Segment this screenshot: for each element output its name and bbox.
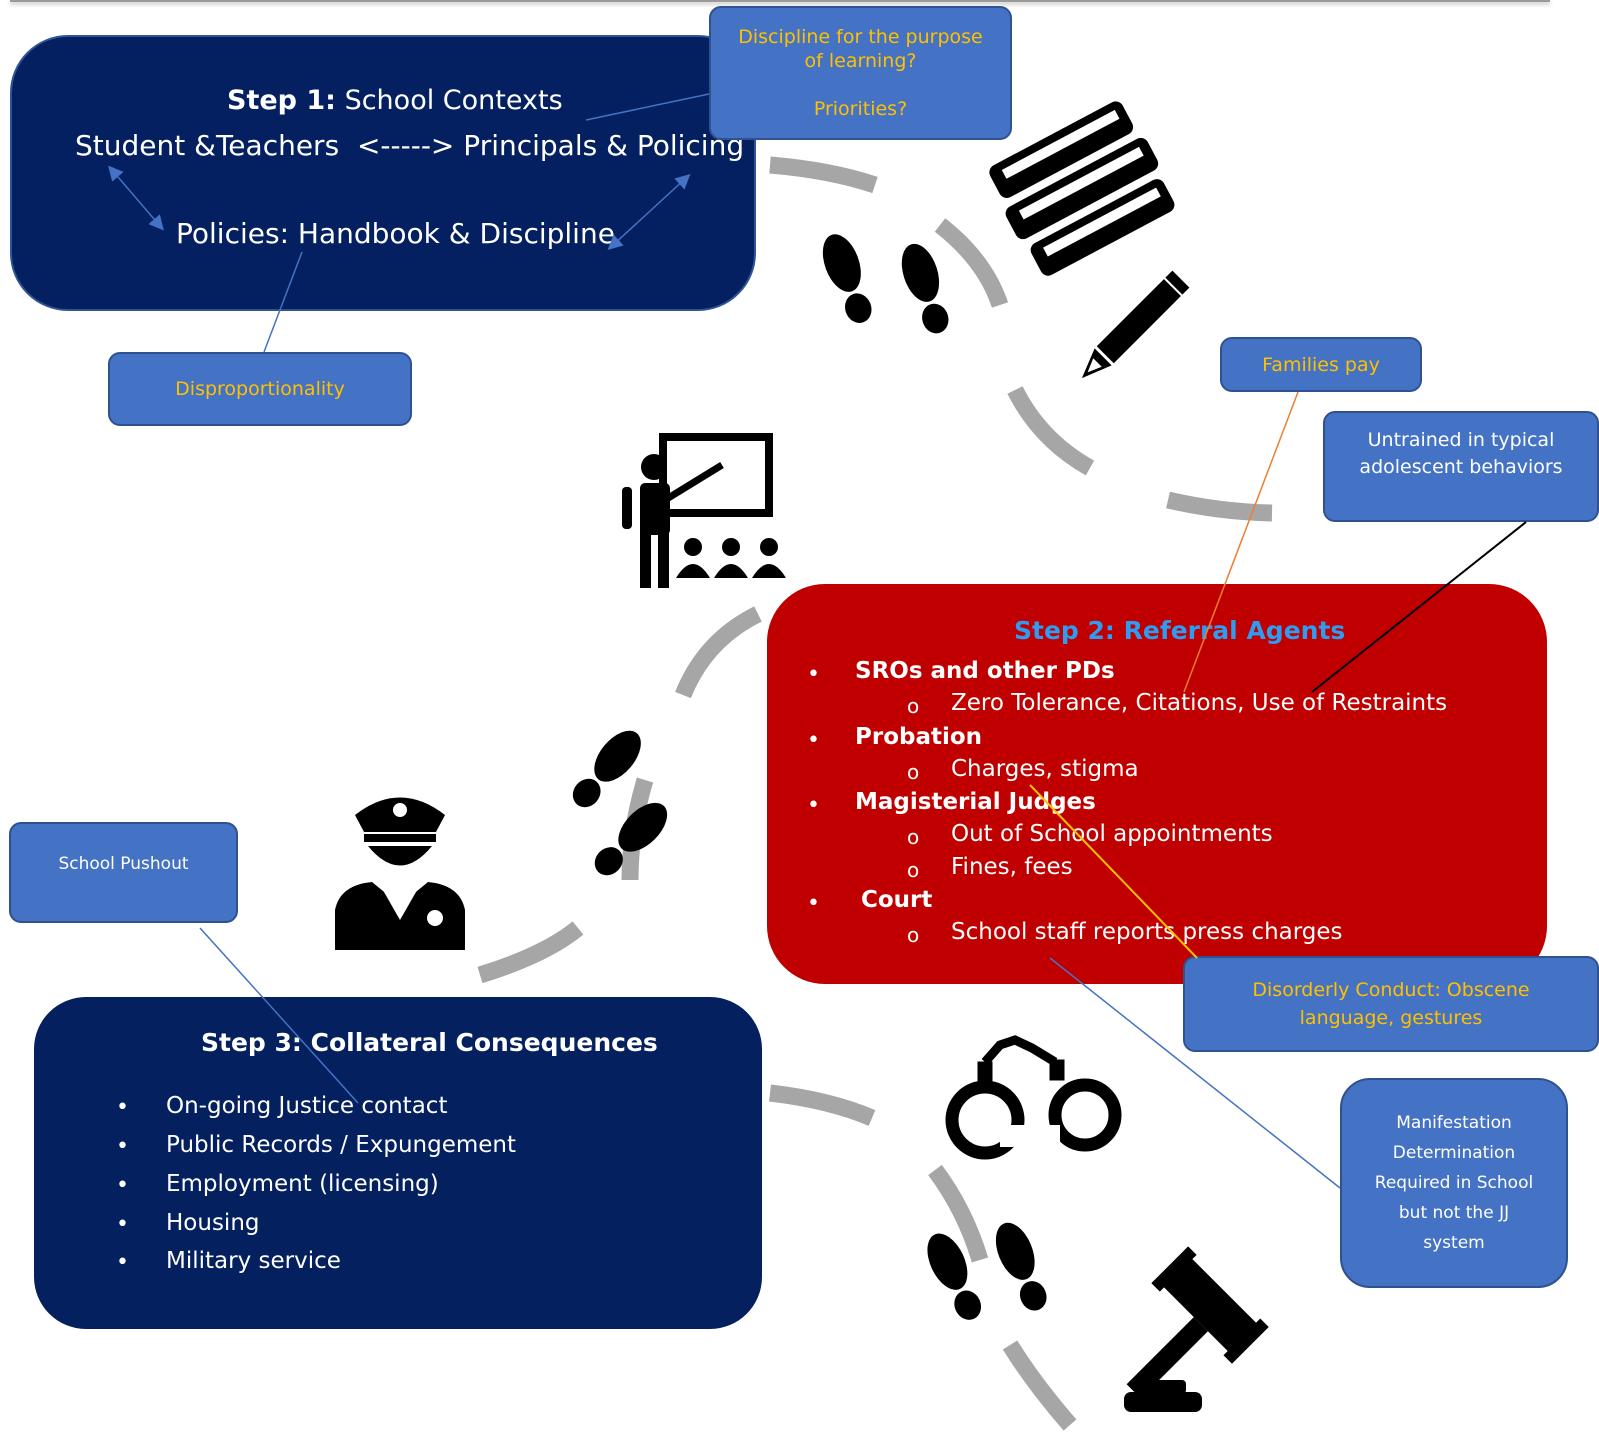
- step2-subitem-appointments: Out of School appointments: [951, 821, 1273, 847]
- callout-disorderly-conduct: Disorderly Conduct: Obscene language, ge…: [1183, 956, 1599, 1052]
- dashed-path: [477, 156, 1273, 1431]
- step2-box: Step 2: Referral Agents • SROs and other…: [767, 584, 1547, 984]
- step2-subitem-fines: Fines, fees: [951, 854, 1073, 880]
- step2-sub-bullet: o: [907, 858, 920, 882]
- callout-manifestation-line1: Manifestation: [1396, 1113, 1512, 1133]
- footprints-icon: [815, 229, 957, 339]
- callout-priorities: Priorities?: [813, 98, 908, 120]
- step3-bullet: •: [116, 1250, 129, 1275]
- callout-untrained: Untrained in typical adolescent behavior…: [1323, 411, 1599, 522]
- step1-policies-line: Policies: Handbook & Discipline: [176, 217, 615, 250]
- top-border-line: [10, 0, 1550, 2]
- step2-bullet: •: [807, 662, 820, 687]
- step3-bullet: •: [116, 1134, 129, 1159]
- callout-discipline-line2: of learning?: [804, 50, 917, 72]
- step3-item-public-records: Public Records / Expungement: [166, 1132, 516, 1158]
- footprints-icon: [919, 1217, 1055, 1326]
- callout-untrained-line1: Untrained in typical: [1367, 429, 1555, 451]
- callout-disorderly-line2: language, gestures: [1299, 1007, 1483, 1029]
- callout-school-pushout: School Pushout: [9, 822, 238, 923]
- callout-discipline-purpose: Discipline for the purpose of learning? …: [709, 6, 1012, 140]
- step2-subitem-press-charges: School staff reports press charges: [951, 919, 1343, 945]
- callout-disproportionality-text: Disproportionality: [175, 378, 345, 400]
- step3-item-justice-contact: On-going Justice contact: [166, 1093, 448, 1119]
- footprints-icon: [564, 722, 676, 884]
- step1-title-bold: Step 1:: [227, 85, 336, 116]
- step3-box: Step 3: Collateral Consequences • On-goi…: [34, 997, 762, 1329]
- step3-title: Step 3: Collateral Consequences: [201, 1028, 658, 1057]
- step2-title: Step 2: Referral Agents: [1014, 616, 1346, 645]
- callout-families-pay-text: Families pay: [1262, 353, 1380, 376]
- step2-sub-bullet: o: [907, 825, 920, 849]
- callout-manifestation-determination: Manifestation Determination Required in …: [1340, 1078, 1568, 1288]
- callout-manifestation-line5: system: [1423, 1233, 1485, 1253]
- step3-bullet: •: [116, 1212, 129, 1237]
- step3-item-military: Military service: [166, 1248, 341, 1274]
- step2-subitem-charges: Charges, stigma: [951, 756, 1139, 782]
- callout-discipline-line1: Discipline for the purpose: [738, 26, 983, 48]
- step2-bullet: •: [807, 728, 820, 753]
- step1-title: Step 1: School Contexts: [227, 85, 563, 116]
- police-officer-icon: [335, 797, 465, 950]
- step2-item-magisterial-judges: Magisterial Judges: [855, 789, 1096, 815]
- callout-school-pushout-text: School Pushout: [58, 854, 189, 874]
- step1-title-rest: School Contexts: [344, 85, 563, 116]
- callout-disorderly-line1: Disorderly Conduct: Obscene: [1252, 979, 1530, 1001]
- step1-box: Step 1: School Contexts Student &Teacher…: [10, 35, 756, 311]
- callout-manifestation-line4: but not the JJ: [1398, 1203, 1510, 1223]
- step2-bullet: •: [807, 891, 820, 916]
- step3-bullet: •: [116, 1173, 129, 1198]
- step2-sub-bullet: o: [907, 694, 920, 718]
- step3-item-employment: Employment (licensing): [166, 1171, 439, 1197]
- callout-families-pay: Families pay: [1220, 337, 1422, 392]
- step2-bullet: •: [807, 793, 820, 818]
- callout-manifestation-line3: Required in School: [1374, 1173, 1534, 1193]
- callout-manifestation-line2: Determination: [1392, 1143, 1516, 1163]
- handcuffs-gap: [1000, 1125, 1060, 1147]
- step2-item-court: Court: [861, 887, 933, 913]
- gavel-icon: [1124, 1246, 1269, 1412]
- step2-sub-bullet: o: [907, 760, 920, 784]
- step2-sub-bullet: o: [907, 923, 920, 947]
- step3-bullet: •: [116, 1095, 129, 1120]
- pencil-icon: [1081, 270, 1190, 379]
- books-icon: [989, 101, 1175, 276]
- callout-untrained-line2: adolescent behaviors: [1359, 456, 1563, 478]
- step3-item-housing: Housing: [166, 1210, 260, 1236]
- callout-disproportionality: Disproportionality: [108, 352, 412, 426]
- teacher-icon: [622, 433, 786, 588]
- step2-item-sros: SROs and other PDs: [855, 658, 1115, 684]
- step1-relationship-line: Student &Teachers <-----> Principals & P…: [75, 129, 745, 162]
- step2-item-probation: Probation: [855, 724, 983, 750]
- step2-subitem-zero-tolerance: Zero Tolerance, Citations, Use of Restra…: [951, 690, 1448, 716]
